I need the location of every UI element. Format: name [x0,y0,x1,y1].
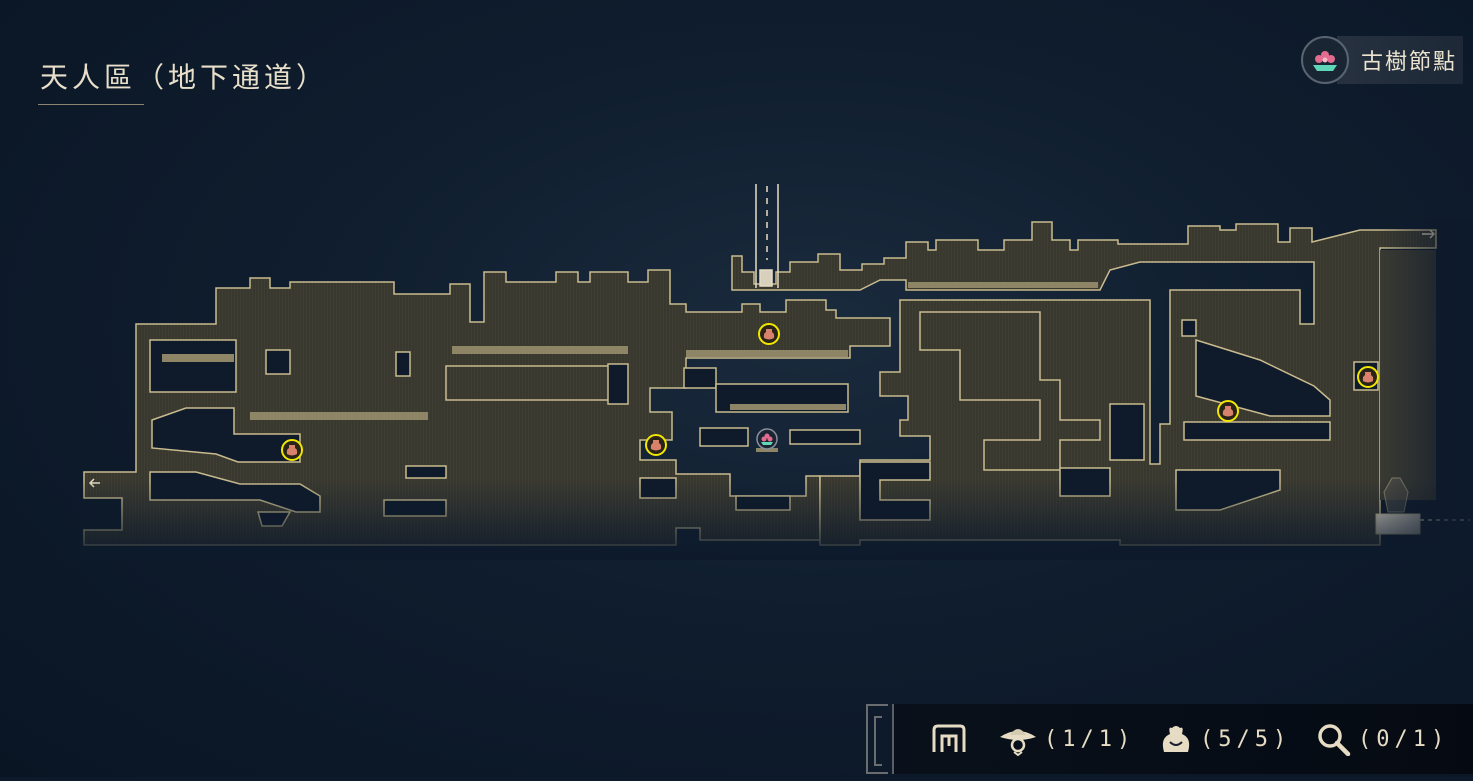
pouch-count: (5/5) [1200,726,1292,752]
tree-node-icon [1300,36,1349,84]
pouch-marker[interactable] [1217,400,1239,422]
search-count: (0/1) [1358,726,1450,752]
search-collectible: (0/1) [1316,704,1449,774]
title-underline [38,104,144,105]
node-legend-label: 古樹節點 [1336,36,1463,84]
tree-node-marker[interactable] [756,428,778,450]
pouch-collectible: (5/5) [1158,704,1291,774]
area-title: 天人區（地下通道） [40,61,329,94]
pouch-marker[interactable] [281,439,303,461]
entrance-shaft [755,184,779,288]
money-pouch-icon [1162,726,1190,752]
pouch-marker[interactable] [645,434,667,456]
map-ledges [162,282,1098,452]
map-toggle-button[interactable] [930,704,968,774]
node-legend: 古樹節點 [1300,36,1463,84]
map-icon [932,724,966,752]
bar-panel: (1/1) (5/5) (0/1) [892,704,1473,774]
magnifier-icon [1318,724,1351,756]
hat-collectible: (1/1) [998,704,1135,774]
pouch-marker[interactable] [758,323,780,345]
collection-bar: (1/1) (5/5) (0/1) [866,700,1473,777]
bar-bracket [866,704,888,774]
pouch-marker[interactable] [1357,366,1379,388]
hat-count: (1/1) [1044,726,1136,752]
straw-hat-icon [1000,729,1036,757]
